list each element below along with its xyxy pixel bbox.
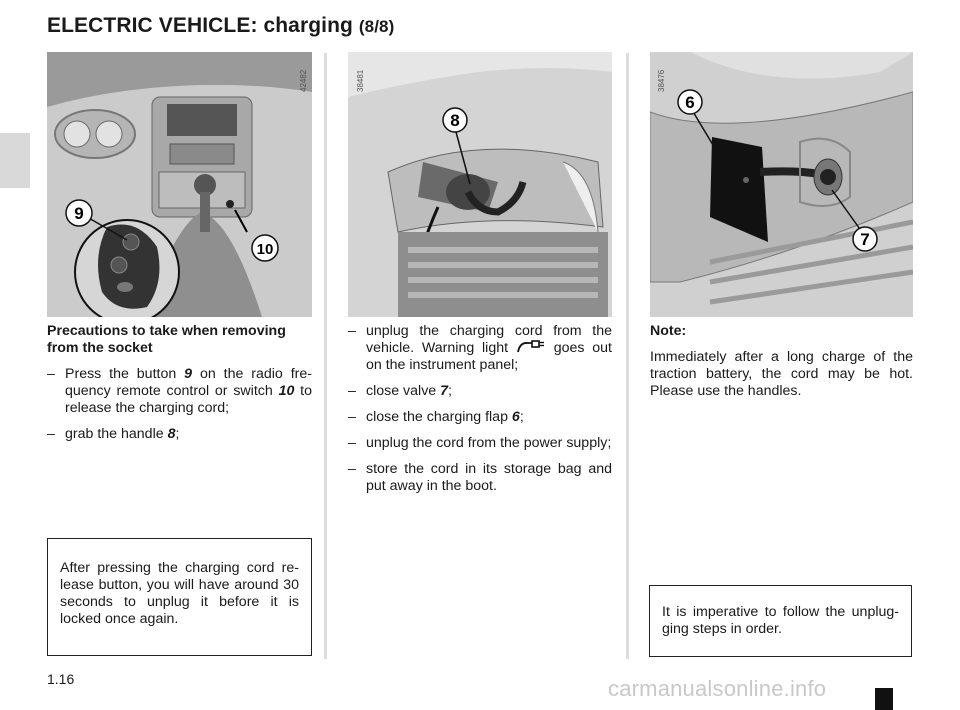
image-ref-number: 38476 bbox=[657, 69, 666, 92]
image-ref-number: 38481 bbox=[356, 69, 365, 92]
page-title-suffix: (8/8) bbox=[358, 17, 395, 36]
info-box: After pressing the charging cord re-leas… bbox=[47, 538, 312, 656]
dashboard-illustration: 9 10 bbox=[47, 52, 312, 317]
column-separator bbox=[626, 53, 629, 659]
section-tab bbox=[0, 133, 30, 188]
watermark: carmanualsonline.info bbox=[608, 676, 827, 701]
callout-7: 7 bbox=[860, 230, 869, 249]
list-item: – close valve 7; bbox=[348, 383, 452, 399]
column-3-text: Note: Immediately after a long charge of… bbox=[650, 323, 913, 409]
charging-plug-warning-icon bbox=[516, 340, 544, 353]
note-heading: Note: bbox=[650, 323, 687, 339]
warning-box: It is imperative to follow the unplug-gi… bbox=[649, 585, 912, 657]
column-2-text: – unplug the charging cord from the vehi… bbox=[348, 323, 612, 504]
callout-9: 9 bbox=[74, 204, 83, 223]
page-number: 1.16 bbox=[47, 671, 75, 687]
note-text: Immediately after a long charge of the t… bbox=[650, 349, 913, 399]
list-item: – close the charging flap 6; bbox=[348, 409, 524, 425]
callout-8: 8 bbox=[450, 111, 459, 130]
list-item: – Press the button 9 on the radio fre-qu… bbox=[47, 366, 313, 416]
section-heading: Precautions to take when removing from t… bbox=[47, 323, 286, 356]
page-title: ELECTRIC VEHICLE: charging (8/8) bbox=[47, 14, 395, 37]
callout-10: 10 bbox=[257, 241, 274, 258]
column-separator bbox=[324, 53, 327, 659]
list-item: – unplug the charging cord from the vehi… bbox=[348, 323, 612, 373]
image-ref-number: 42482 bbox=[299, 69, 308, 92]
charging-flap-illustration: 6 7 bbox=[650, 52, 913, 317]
column-1-text: Precautions to take when removing from t… bbox=[47, 323, 312, 452]
list-item: – grab the handle 8; bbox=[47, 426, 180, 442]
callout-6: 6 bbox=[685, 93, 694, 112]
charging-plug-illustration: 8 bbox=[348, 52, 612, 317]
list-item: – store the cord in its storage bag and … bbox=[348, 461, 612, 494]
list-item: – unplug the cord from the power supply; bbox=[348, 435, 612, 451]
corner-marker bbox=[875, 688, 893, 710]
